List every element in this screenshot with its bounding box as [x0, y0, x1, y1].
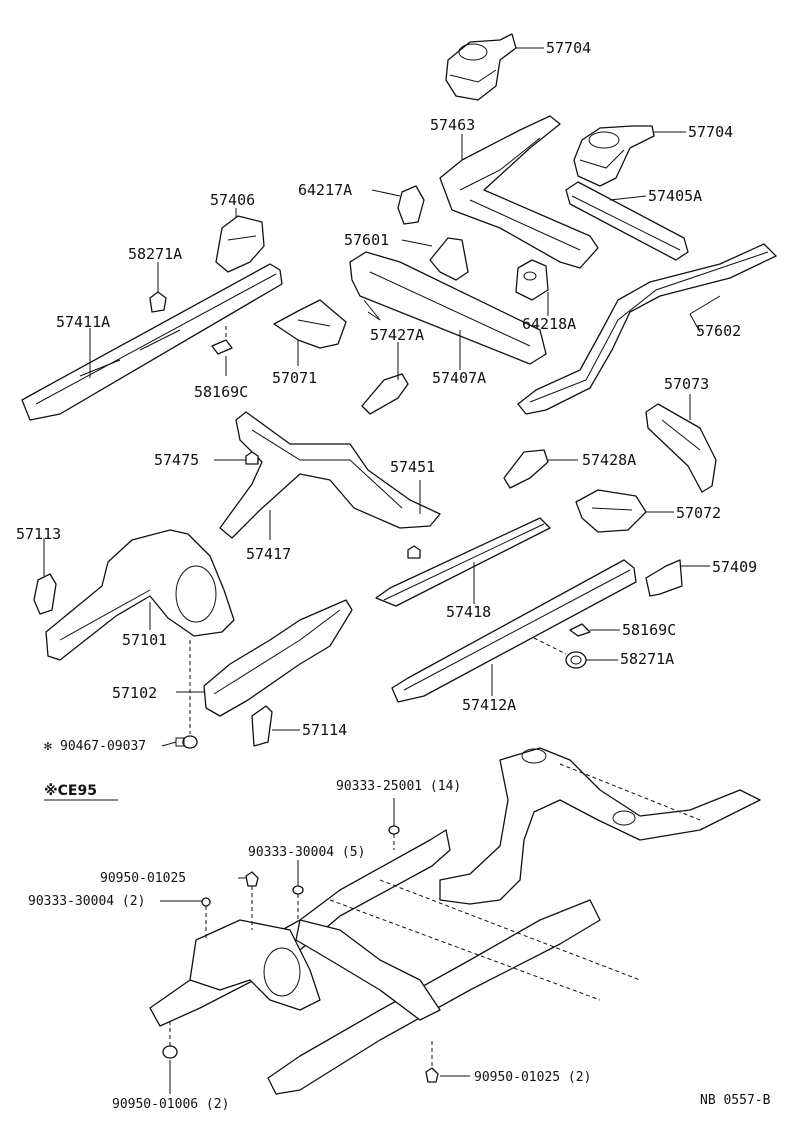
label-57113: 57113	[16, 525, 61, 543]
part-57072	[575, 489, 647, 533]
part-58271A-upper	[149, 291, 167, 313]
label-57428A: 57428A	[582, 451, 636, 469]
label-57417: 57417	[246, 545, 291, 563]
label-57704-top: 57704	[546, 39, 591, 57]
label-57072: 57072	[676, 504, 721, 522]
label-57406: 57406	[210, 191, 255, 209]
label-57411A: 57411A	[56, 313, 110, 331]
part-90950-01025	[245, 871, 259, 887]
label-57073: 57073	[664, 375, 709, 393]
label-64217A: 64217A	[298, 181, 352, 199]
part-58169C-lower	[569, 623, 591, 637]
part-90333-25001	[388, 825, 400, 835]
part-57418	[375, 517, 551, 607]
part-90950-01006	[162, 1045, 178, 1059]
part-64218A	[515, 259, 549, 301]
label-57704-right: 57704	[688, 123, 733, 141]
part-57475	[245, 451, 259, 465]
note-ce95: ※CE95	[44, 783, 97, 799]
part-57407A	[349, 251, 547, 365]
label-57412A: 57412A	[462, 696, 516, 714]
label-57602: 57602	[696, 322, 741, 340]
drawing-number: NB 0557-B	[700, 1093, 771, 1108]
label-90333-30004-5: 90333-30004 (5)	[248, 845, 365, 860]
label-57463: 57463	[430, 116, 475, 134]
part-57417	[219, 411, 441, 539]
part-57409	[645, 559, 683, 597]
label-90950-01025-2: 90950-01025 (2)	[474, 1070, 591, 1085]
asterisk-marker: ✻	[44, 739, 52, 754]
label-57114: 57114	[302, 721, 347, 739]
label-57601: 57601	[344, 231, 389, 249]
part-57073	[645, 403, 717, 493]
label-57405A: 57405A	[648, 187, 702, 205]
guide-line	[533, 637, 567, 655]
label-57102: 57102	[112, 684, 157, 702]
label-58271A-lower: 58271A	[620, 650, 674, 668]
part-57704-top	[445, 33, 517, 101]
label-90333-25001: 90333-25001 (14)	[336, 779, 461, 794]
part-57114	[251, 705, 273, 747]
label-57418: 57418	[446, 603, 491, 621]
part-90333-30004-2	[201, 897, 211, 907]
part-90467-09037	[175, 735, 198, 749]
frame-assembly	[149, 747, 761, 1095]
label-90950-01025: 90950-01025	[100, 871, 186, 886]
label-90333-30004-2: 90333-30004 (2)	[28, 894, 145, 909]
label-90467-09037: 90467-09037	[60, 739, 146, 754]
part-57101	[45, 529, 235, 661]
label-90950-01006: 90950-01006 (2)	[112, 1097, 229, 1112]
part-57113	[33, 573, 57, 615]
part-58169C-upper	[211, 339, 233, 355]
part-57427A	[361, 373, 409, 415]
part-57102	[203, 599, 353, 717]
label-58169C-lower: 58169C	[622, 621, 676, 639]
part-57704-right	[573, 125, 655, 187]
part-57412A	[391, 559, 637, 703]
part-57405A	[565, 181, 689, 261]
part-58271A-lower	[565, 651, 587, 669]
part-90333-30004-5	[292, 885, 304, 895]
label-57409: 57409	[712, 558, 757, 576]
part-57601	[429, 237, 469, 281]
label-57101: 57101	[122, 631, 167, 649]
leader-lines	[43, 47, 721, 1094]
label-57451: 57451	[390, 458, 435, 476]
part-64217A	[397, 185, 425, 225]
label-57407A: 57407A	[432, 369, 486, 387]
part-57428A	[503, 449, 549, 489]
label-58169C-upper: 58169C	[194, 383, 248, 401]
part-57602	[517, 243, 777, 415]
label-64218A: 64218A	[522, 315, 576, 333]
part-57406	[215, 215, 265, 273]
label-57475: 57475	[154, 451, 199, 469]
part-90950-01025-2	[425, 1067, 439, 1083]
part-57411A	[21, 263, 283, 421]
label-57427A: 57427A	[370, 326, 424, 344]
part-57451	[407, 545, 421, 559]
part-57071	[273, 299, 347, 349]
label-57071: 57071	[272, 369, 317, 387]
part-57463	[439, 115, 599, 269]
label-58271A-upper: 58271A	[128, 245, 182, 263]
